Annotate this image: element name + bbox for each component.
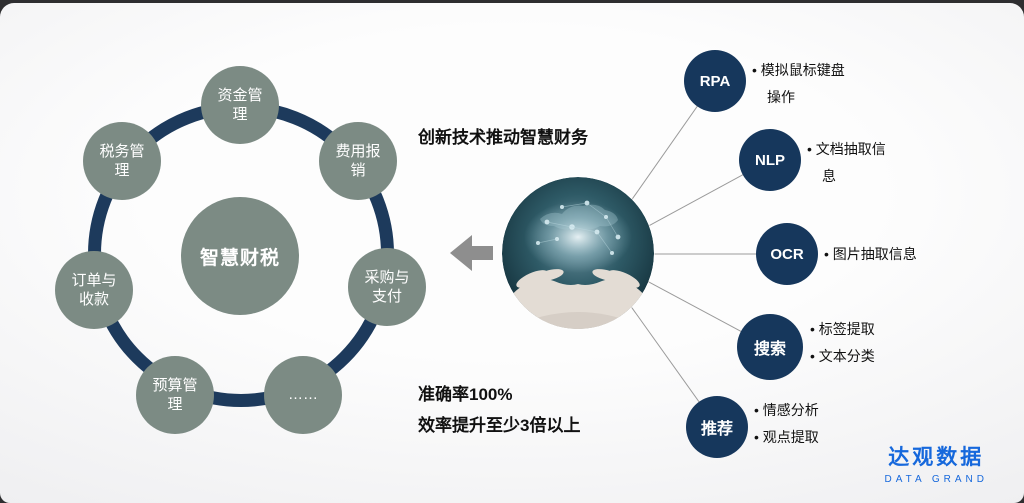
wheel-satellite-more: …… [264,356,342,434]
tech-node-label: 搜索 [753,341,786,358]
tech-node-label: RPA [699,72,731,90]
wheel-satellite-budget: 预算管理 [136,356,214,434]
tech-points-nlp: • 文档抽取信息 [807,136,899,191]
satellite-label: 资金管理 [217,86,263,124]
satellite-label: 预算管理 [152,376,198,414]
wheel-satellite-procurement: 采购与支付 [348,248,426,326]
tech-points-recommend: • 情感分析 • 观点提取 [754,397,864,452]
company-logo: 达观数据 DATA GRAND [884,441,988,485]
tech-node-search: 搜索 [737,314,803,380]
metrics-text: 准确率100% 效率提升至少3倍以上 [418,379,580,441]
company-logo-name: 达观数据 [888,446,985,469]
tech-point: • 文档抽取信息 [807,141,886,185]
arrow-left-icon [450,235,493,271]
wheel-center: 智慧财税 [181,197,299,315]
tech-point: • 图片抽取信息 [824,246,917,262]
metric-efficiency: 效率提升至少3倍以上 [418,416,581,435]
satellite-label: 税务管理 [99,142,145,180]
tech-node-rpa: RPA [684,50,746,112]
wheel-satellite-expense: 费用报销 [319,122,397,200]
wheel-satellite-funds: 资金管理 [201,66,279,144]
tech-node-recommend: 推荐 [686,396,748,458]
satellite-label: …… [288,386,318,404]
wheel-satellite-tax: 税务管理 [83,122,161,200]
tech-point: • 模拟鼠标键盘操作 [752,62,845,106]
satellite-label: 采购与支付 [364,268,410,306]
satellite-label: 费用报销 [335,142,381,180]
tech-points-rpa: • 模拟鼠标键盘操作 [752,57,856,112]
slide-headline: 创新技术推动智慧财务 [418,128,588,147]
presentation-slide: 资金管理 费用报销 采购与支付 …… 预算管理 订单与收款 税务管理 智慧财税 … [0,3,1024,503]
tech-node-nlp: NLP [739,129,801,191]
tech-point: • 文本分类 [810,348,875,365]
tech-points-ocr: • 图片抽取信息 [824,241,948,268]
tech-points-search: • 标签提取 • 文本分类 [810,316,920,371]
tech-node-label: 推荐 [700,421,733,438]
satellite-label: 订单与收款 [71,271,117,309]
tech-point: • 观点提取 [754,429,819,446]
hands-globe-image [502,177,654,329]
tech-node-label: OCR [770,245,804,263]
metric-accuracy: 准确率100% [418,385,513,404]
wheel-center-label: 智慧财税 [199,247,280,269]
tech-node-ocr: OCR [756,223,818,285]
tech-point: • 情感分析 [754,402,819,418]
tech-point: • 标签提取 [810,321,875,337]
wheel-satellite-orders: 订单与收款 [55,251,133,329]
tech-node-label: NLP [755,151,785,169]
company-logo-tagline: DATA GRAND [884,474,988,485]
